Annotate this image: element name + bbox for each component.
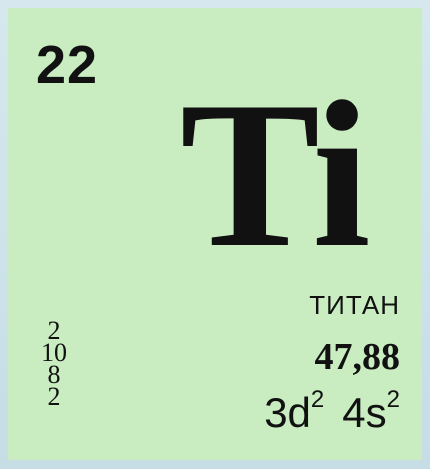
atomic-mass: 47,88 bbox=[314, 336, 401, 378]
atomic-number: 22 bbox=[36, 35, 99, 95]
orbital-label: 3d bbox=[264, 389, 311, 436]
element-symbol: Ti bbox=[180, 59, 371, 291]
element-name: ТИТАН bbox=[309, 290, 400, 320]
orbital-electrons: 2 bbox=[386, 386, 400, 413]
orbital-label: 4s bbox=[342, 389, 387, 436]
shell-count: 2 bbox=[47, 382, 61, 411]
config-orbital-3d: 3d2 bbox=[264, 388, 324, 436]
shell-count: 2 bbox=[47, 316, 61, 345]
electron-shells: 2 10 8 2 bbox=[36, 316, 72, 411]
orbital-electrons: 2 bbox=[310, 386, 325, 413]
shell-count: 8 bbox=[47, 360, 61, 389]
shell-count: 10 bbox=[41, 338, 67, 367]
config-orbital-4s: 4s2 bbox=[342, 388, 400, 436]
